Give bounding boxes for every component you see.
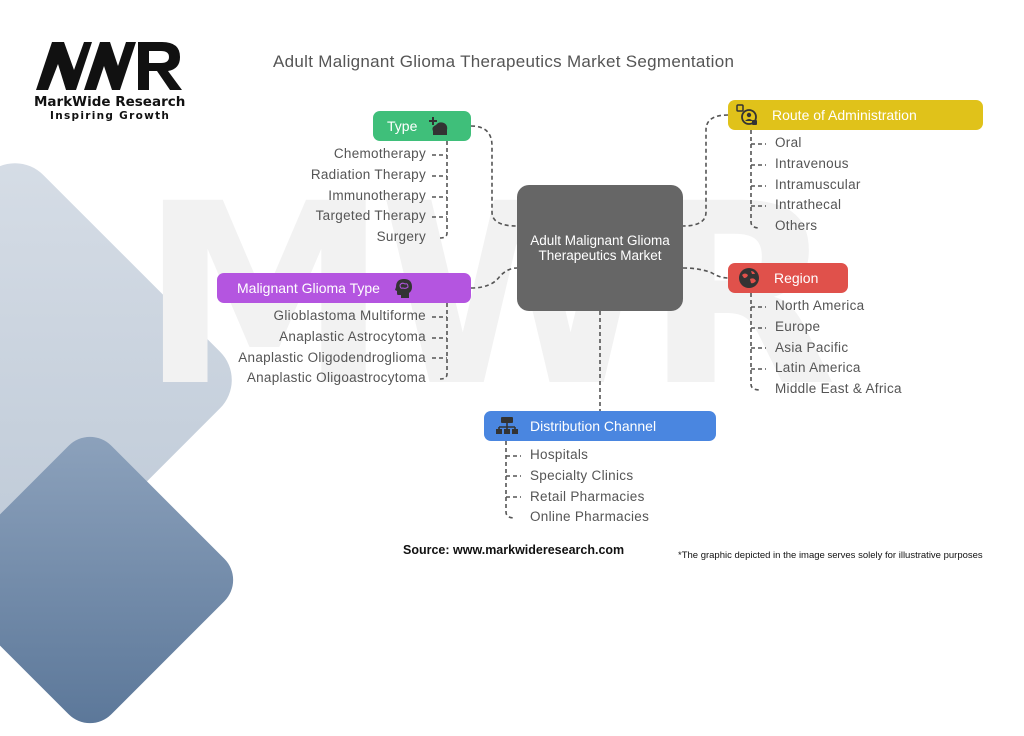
segment-items-route-of-administration: Oral Intravenous Intramuscular Intrathec… bbox=[775, 133, 861, 237]
list-item: Online Pharmacies bbox=[530, 509, 650, 525]
spine-mgt bbox=[439, 303, 448, 380]
connector-type bbox=[470, 125, 518, 227]
center-node: Adult Malignant Glioma Therapeutics Mark… bbox=[517, 185, 683, 311]
list-item: Asia Pacific bbox=[775, 339, 849, 355]
segment-items-type: Chemotherapy Radiation Therapy Immunothe… bbox=[311, 144, 426, 248]
list-item: Specialty Clinics bbox=[530, 467, 634, 483]
ticks-region bbox=[751, 306, 766, 370]
user-exchange-icon bbox=[736, 104, 758, 126]
brain-head-icon bbox=[392, 277, 414, 299]
connector-lines bbox=[432, 114, 766, 519]
segment-label: Distribution Channel bbox=[530, 418, 657, 434]
list-item: Glioblastoma Multiforme bbox=[273, 308, 426, 323]
segment-node-type: Type bbox=[373, 111, 471, 141]
list-item: Anaplastic Astrocytoma bbox=[279, 328, 426, 344]
list-item: Anaplastic Oligodendroglioma bbox=[238, 349, 426, 365]
segment-items-region: North America Europe Asia Pacific Latin … bbox=[775, 296, 902, 400]
brand-name: MarkWide Research bbox=[34, 94, 186, 110]
connector-region bbox=[682, 267, 729, 279]
ticks-type bbox=[432, 154, 447, 218]
ticks-route bbox=[751, 143, 766, 207]
list-item: Targeted Therapy bbox=[315, 208, 426, 224]
page-title: Adult Malignant Glioma Therapeutics Mark… bbox=[273, 52, 735, 71]
list-item: Immunotherapy bbox=[328, 187, 426, 203]
list-item: Radiation Therapy bbox=[310, 166, 426, 182]
ticks-mgt bbox=[432, 316, 447, 359]
spine-region bbox=[750, 293, 761, 391]
segment-label: Malignant Glioma Type bbox=[237, 280, 380, 296]
list-item: Retail Pharmacies bbox=[530, 488, 645, 504]
list-item: Others bbox=[775, 218, 818, 234]
center-node-label: Adult Malignant Glioma Therapeutics Mark… bbox=[530, 233, 670, 263]
list-item: Europe bbox=[775, 318, 821, 334]
segment-node-malignant-glioma-type: Malignant Glioma Type bbox=[217, 273, 471, 303]
list-item: Oral bbox=[775, 135, 802, 150]
segment-node-distribution-channel: Distribution Channel bbox=[484, 411, 716, 441]
list-item: Latin America bbox=[775, 360, 861, 376]
connector-mgt bbox=[470, 267, 518, 289]
list-item: North America bbox=[775, 298, 865, 313]
segment-node-route-of-administration: Route of Administration bbox=[728, 100, 983, 130]
list-item: Intramuscular bbox=[775, 176, 861, 192]
brand-tagline: Inspiring Growth bbox=[50, 110, 171, 122]
source-citation: Source: www.markwideresearch.com bbox=[403, 543, 625, 557]
spine-distribution bbox=[505, 441, 516, 519]
list-item: Anaplastic Oligoastrocytoma bbox=[246, 370, 426, 386]
connector-route bbox=[682, 114, 729, 227]
list-item: Chemotherapy bbox=[333, 146, 426, 161]
mwr-logo-mark-icon bbox=[36, 42, 182, 90]
patient-care-icon bbox=[427, 115, 449, 137]
spine-type bbox=[439, 141, 448, 239]
brand-logo: MarkWide Research Inspiring Growth bbox=[34, 40, 194, 122]
globe-icon bbox=[738, 267, 760, 289]
segment-label: Region bbox=[774, 270, 819, 286]
segment-label: Type bbox=[387, 118, 418, 134]
list-item: Middle East & Africa bbox=[775, 381, 902, 397]
list-item: Intrathecal bbox=[775, 197, 842, 213]
spine-route bbox=[750, 130, 761, 229]
list-item: Intravenous bbox=[775, 155, 849, 171]
segment-items-distribution-channel: Hospitals Specialty Clinics Retail Pharm… bbox=[530, 445, 649, 528]
segment-node-region: Region bbox=[728, 263, 848, 293]
segment-label: Route of Administration bbox=[772, 107, 917, 123]
ticks-distribution bbox=[506, 455, 521, 498]
list-item: Surgery bbox=[376, 229, 426, 245]
network-icon bbox=[496, 415, 518, 437]
segment-items-malignant-glioma-type: Glioblastoma Multiforme Anaplastic Astro… bbox=[238, 306, 426, 389]
disclaimer-note: *The graphic depicted in the image serve… bbox=[678, 550, 983, 561]
list-item: Hospitals bbox=[530, 447, 589, 462]
